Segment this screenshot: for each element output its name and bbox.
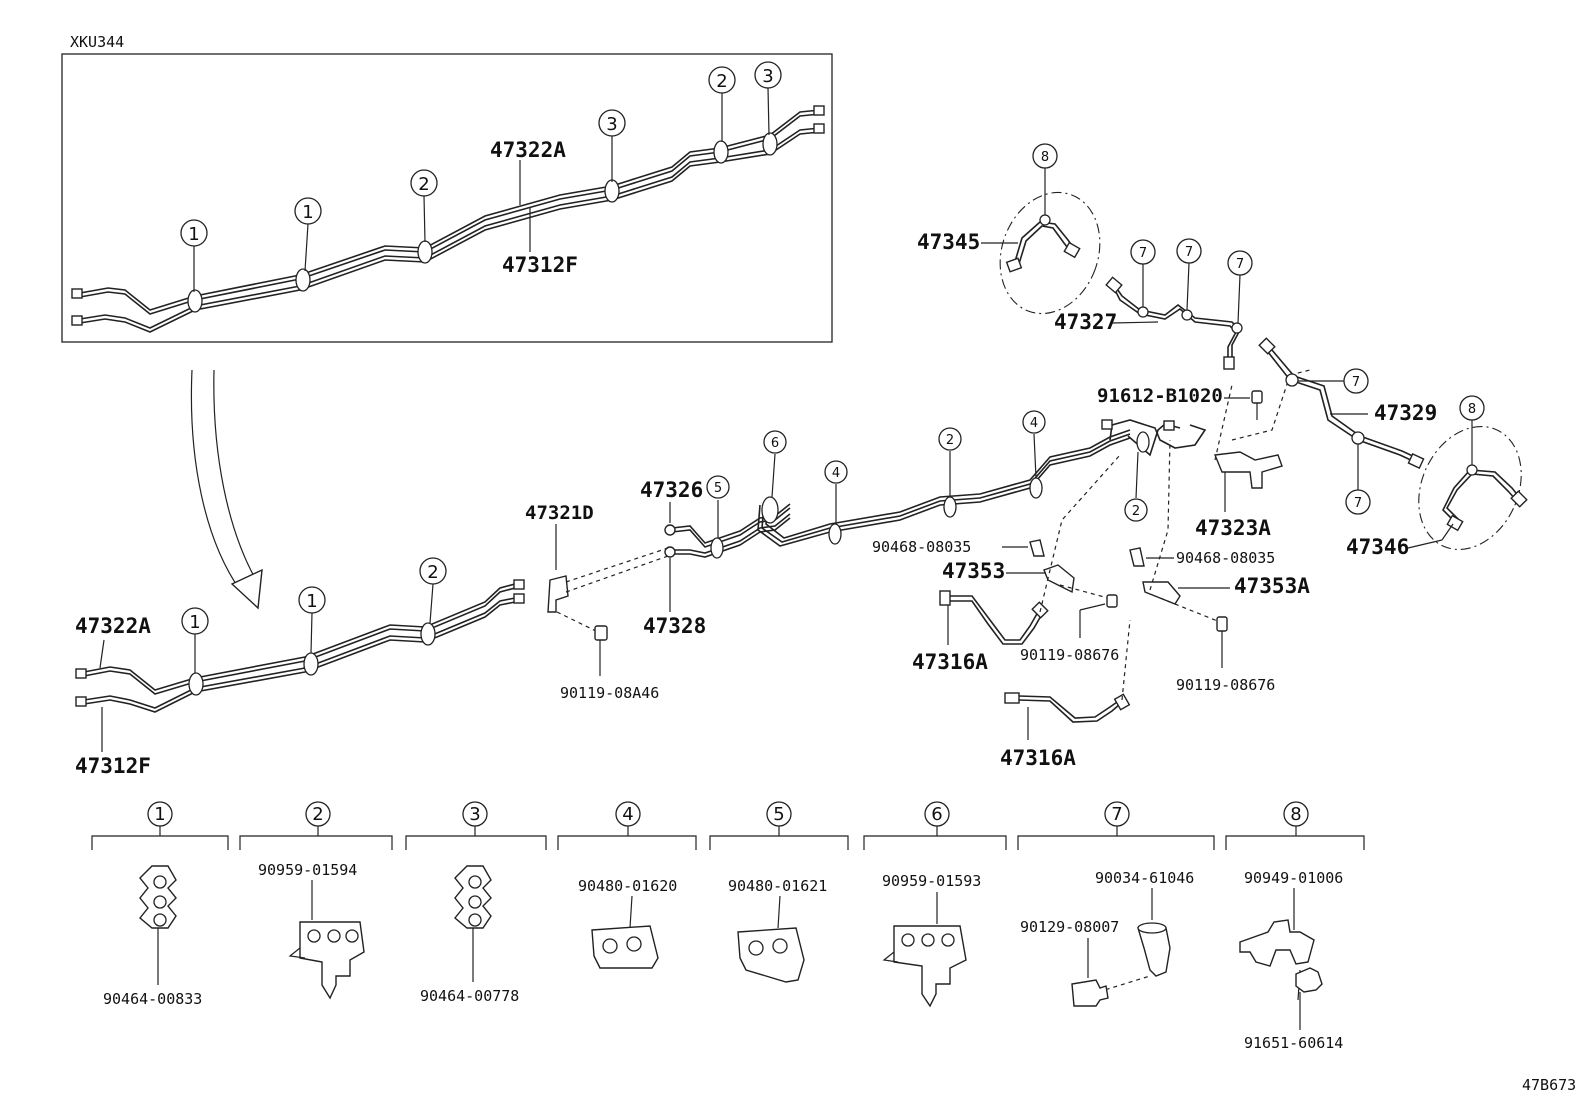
label-47316A-rear: 47316A: [1000, 746, 1076, 770]
label-90119-08676-left: 90119-08676: [1020, 646, 1119, 664]
callout-7b: 7: [1185, 245, 1193, 260]
callout-7d: 7: [1352, 375, 1360, 390]
leader-main-47322A: [99, 639, 105, 669]
tube-47345: 8: [981, 143, 1101, 315]
legend-part-91651-60614: 91651-60614: [1244, 1034, 1343, 1052]
callout-7c: 7: [1236, 257, 1244, 272]
label-47346: 47346: [1346, 535, 1409, 559]
main-callout-4b: 4: [1030, 416, 1038, 431]
inset-callout-2a: 2: [418, 174, 429, 195]
legend-group-3: 3 90464-00778: [405, 801, 547, 1005]
inset-label-47312F: 47312F: [502, 253, 578, 277]
callout-8-top: 8: [1041, 150, 1049, 165]
arrow-to-main-icon: [190, 369, 263, 610]
main-callout-1a: 1: [189, 612, 200, 633]
legend-part-90034-61046: 90034-61046: [1095, 869, 1194, 887]
label-90468-08035-right: 90468-08035: [1176, 549, 1275, 567]
label-47345: 47345: [917, 230, 980, 254]
legend-part-90464-00833: 90464-00833: [103, 990, 202, 1008]
inset-callout-3b: 3: [762, 66, 773, 87]
main-callout-4a: 4: [832, 466, 840, 481]
legend-num-2: 2: [312, 804, 323, 825]
main-callout-2b: 2: [946, 433, 954, 448]
legend-part-90949-01006: 90949-01006: [1244, 869, 1343, 887]
label-47327: 47327: [1054, 310, 1117, 334]
union-47321D: [547, 524, 669, 676]
hose-assemblies: [939, 384, 1233, 740]
legend-group-4: 4 90480-01620: [557, 801, 697, 969]
callout-7e: 7: [1354, 496, 1362, 511]
legend-group-5: 5 90480-01621: [709, 801, 849, 983]
legend-part-90464-00778: 90464-00778: [420, 987, 519, 1005]
legend-num-7: 7: [1111, 804, 1122, 825]
legend-part-90129-08007: 90129-08007: [1020, 918, 1119, 936]
label-47321D: 47321D: [525, 502, 594, 524]
inset-pipes: [71, 105, 825, 333]
legend: 1 90464-00833 2 90959-01594 3: [91, 801, 1365, 1052]
label-47326: 47326: [640, 478, 703, 502]
inset-callout-1a: 1: [188, 224, 199, 245]
main-callout-1b: 1: [306, 591, 317, 612]
legend-num-8: 8: [1290, 804, 1301, 825]
tube-47327: 7 7 7: [1105, 238, 1253, 370]
label-47353A: 47353A: [1234, 574, 1310, 598]
legend-group-1: 1 90464-00833: [91, 801, 229, 1008]
inset-callout-1b: 1: [302, 202, 313, 223]
main-clamps: [188, 431, 1150, 696]
label-47328: 47328: [643, 614, 706, 638]
inset-callout-3a: 3: [606, 114, 617, 135]
figure-id: 47B673: [1522, 1076, 1576, 1094]
main-callout-2c: 2: [1132, 504, 1140, 519]
label-47323A: 47323A: [1195, 516, 1271, 540]
legend-num-6: 6: [931, 804, 942, 825]
legend-part-90480-01620: 90480-01620: [578, 877, 677, 895]
callout-7a: 7: [1139, 246, 1147, 261]
inset-label-47322A: 47322A: [490, 138, 566, 162]
legend-part-90480-01621: 90480-01621: [728, 877, 827, 895]
legend-group-7: 7 90034-61046 90129-08007: [1017, 801, 1215, 1007]
legend-part-90959-01593: 90959-01593: [882, 872, 981, 890]
legend-num-1: 1: [154, 804, 165, 825]
legend-group-6: 6 90959-01593: [863, 801, 1007, 1008]
label-main-47312F: 47312F: [75, 754, 151, 778]
callout-8-right: 8: [1468, 402, 1476, 417]
label-90119-08A46: 90119-08A46: [560, 684, 659, 702]
label-90468-08035-left: 90468-08035: [872, 538, 971, 556]
legend-group-2: 2 90959-01594: [239, 801, 393, 1000]
legend-part-90959-01594: 90959-01594: [258, 861, 357, 879]
bracket-47323A: [1214, 369, 1311, 512]
main-callout-6: 6: [771, 436, 779, 451]
legend-num-4: 4: [622, 804, 633, 825]
main-callout-2a: 2: [427, 562, 438, 583]
label-90119-08676-right: 90119-08676: [1176, 676, 1275, 694]
label-91612-B1020: 91612-B1020: [1097, 385, 1223, 407]
tube-47329: 7 7: [1258, 337, 1425, 515]
label-47353: 47353: [942, 559, 1005, 583]
model-code: XKU344: [70, 33, 124, 51]
main-callout-5: 5: [714, 481, 722, 496]
legend-num-3: 3: [469, 804, 480, 825]
inset-box: [61, 53, 833, 343]
label-main-47322A: 47322A: [75, 614, 151, 638]
label-47316A-front: 47316A: [912, 650, 988, 674]
inset-clamps: [187, 132, 778, 313]
inset-callouts: 1 1 2 3 2 3: [180, 61, 782, 292]
inset-callout-2b: 2: [716, 71, 727, 92]
legend-group-8: 8 90949-01006 91651-60614: [1225, 801, 1365, 1052]
legend-num-5: 5: [773, 804, 784, 825]
label-47329: 47329: [1374, 401, 1437, 425]
main-callouts: 1 1 2 5 6 4 2 4 2: [181, 410, 1148, 673]
